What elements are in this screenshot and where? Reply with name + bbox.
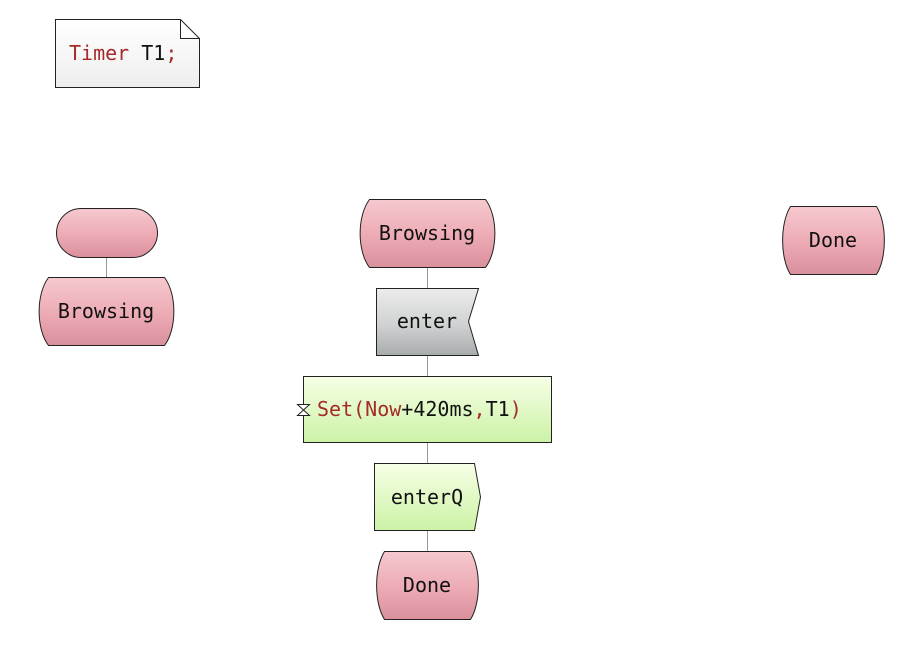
start-state-browsing[interactable]: Browsing — [38, 277, 175, 346]
state-browsing-label: Browsing — [379, 221, 475, 245]
timer-declaration-note[interactable]: Timer T1; — [55, 19, 200, 88]
hourglass-icon — [296, 404, 311, 416]
start-state-label: Browsing — [58, 299, 154, 323]
input-enter[interactable]: enter — [376, 288, 480, 356]
next-state-done[interactable]: Done — [376, 551, 479, 620]
declaration-text: Timer T1; — [69, 41, 177, 65]
input-enter-label: enter — [397, 309, 457, 333]
output-enterq[interactable]: enterQ — [374, 463, 482, 531]
output-enterq-label: enterQ — [391, 485, 463, 509]
task-set-timer-text: Set(Now+420ms,T1) — [317, 397, 522, 421]
state-done-label: Done — [809, 228, 857, 252]
next-state-done-label: Done — [403, 573, 451, 597]
start-symbol[interactable] — [56, 208, 158, 258]
task-set-timer[interactable]: Set(Now+420ms,T1) — [296, 376, 552, 443]
state-browsing[interactable]: Browsing — [359, 199, 496, 268]
state-done[interactable]: Done — [782, 206, 885, 275]
